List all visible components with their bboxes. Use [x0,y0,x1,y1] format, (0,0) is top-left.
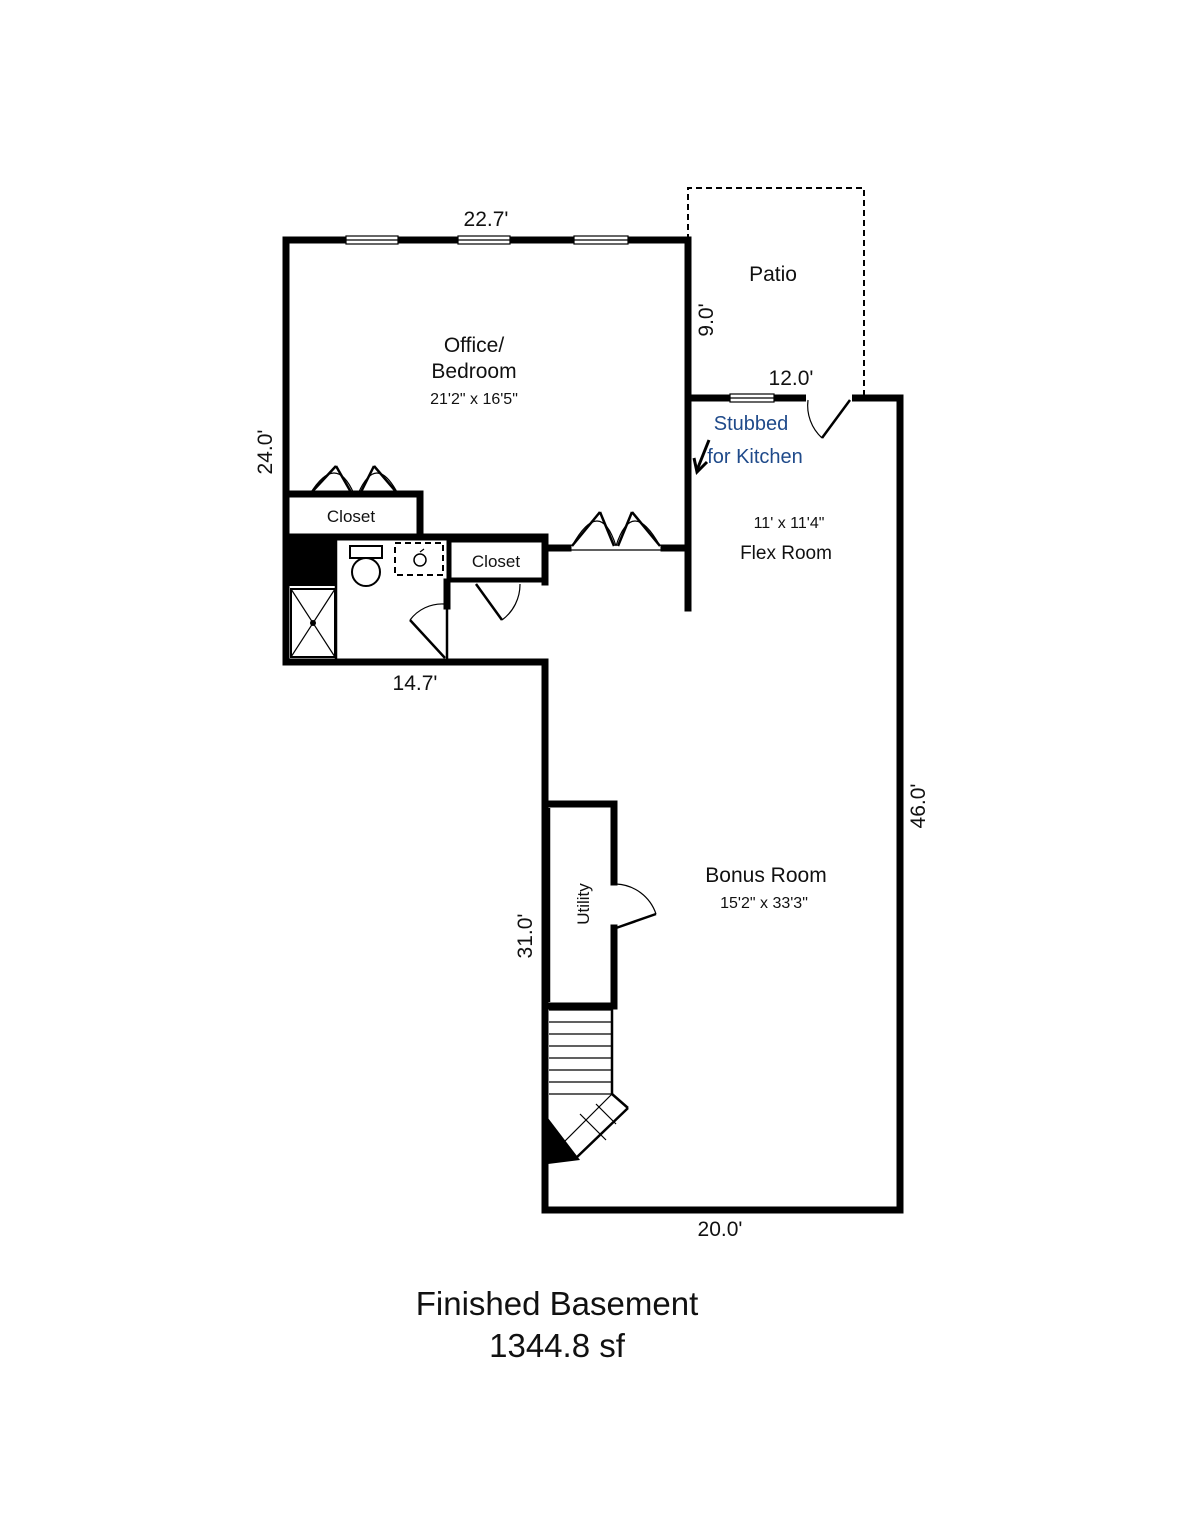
dim-right: 46.0' [907,784,930,829]
stairs [548,1006,629,1164]
bath-door [409,603,446,659]
closet1-label: Closet [327,507,375,526]
flex-size: 11' x 11'4" [754,515,825,532]
patio-outline [687,187,865,398]
flex-top-openings [729,393,852,439]
bathroom-fixtures [289,540,444,658]
patio-label: Patio [749,263,797,286]
office-label-line2: Bedroom [431,360,516,383]
dim-bottom: 20.0' [698,1218,743,1241]
closet1-bifold-doors [309,465,399,495]
bonus-label: Bonus Room [705,864,826,887]
annotation-line1: Stubbed [714,413,789,435]
dim-top: 22.7' [464,208,509,231]
plan-title: Finished Basement [416,1285,698,1322]
closet2-label: Closet [472,552,520,571]
dim-patio-side: 9.0' [695,303,718,336]
plan-area: 1344.8 sf [489,1327,626,1364]
office-size: 21'2" x 16'5" [430,391,518,408]
kitchen-arrow [692,439,711,476]
annotation-line2: for Kitchen [707,446,803,468]
bonus-size: 15'2" x 33'3" [720,895,808,912]
utility-label: Utility [574,883,593,925]
top-windows [345,235,629,245]
office-label-line1: Office/ [444,334,504,357]
office-bifold-doors [568,511,664,551]
closet2-door [474,583,521,621]
dim-lower-left: 31.0' [514,914,537,959]
dim-left: 24.0' [254,430,277,475]
flex-label: Flex Room [740,543,832,564]
dim-patio-bottom: 12.0' [769,367,814,390]
dim-mid-bottom: 14.7' [393,672,438,695]
interior-walls [286,394,692,1010]
utility-door [615,883,657,930]
